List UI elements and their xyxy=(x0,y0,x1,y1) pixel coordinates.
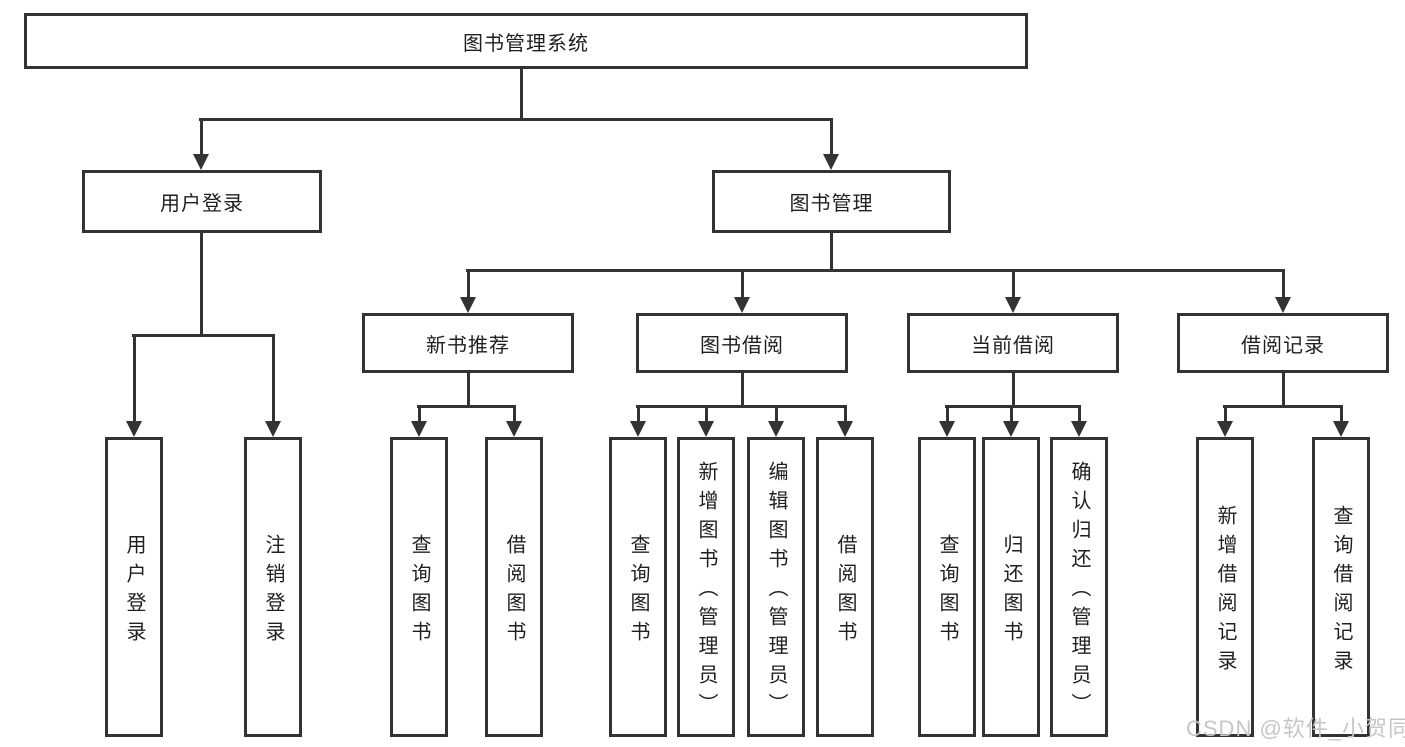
arrowhead-icon xyxy=(1003,421,1019,437)
connector-line xyxy=(132,334,275,337)
connector-line xyxy=(467,269,470,299)
connector-line xyxy=(741,269,744,299)
node-label: 归还图书 xyxy=(1000,533,1022,650)
node-current-borrowing: 当前借阅 xyxy=(907,313,1119,373)
arrowhead-icon xyxy=(939,421,955,437)
arrowhead-icon xyxy=(193,154,209,170)
connector-line xyxy=(1012,371,1015,408)
node-label: 新增图书（管理员） xyxy=(695,461,717,722)
connector-line xyxy=(830,231,833,272)
node-leaf-recommend-query-books: 查询图书 xyxy=(390,437,448,737)
connector-line xyxy=(705,405,708,424)
node-book-borrowing: 图书借阅 xyxy=(636,313,848,373)
node-label: 新增借阅记录 xyxy=(1214,504,1236,679)
connector-line xyxy=(945,405,1081,408)
node-leaf-logout: 注销登录 xyxy=(244,437,302,737)
arrowhead-icon xyxy=(506,421,522,437)
node-label: 当前借阅 xyxy=(971,334,1055,357)
node-label: 查询图书 xyxy=(627,533,649,650)
node-leaf-current-return-books: 归还图书 xyxy=(982,437,1040,737)
connector-line xyxy=(636,405,847,408)
node-label: 注销登录 xyxy=(262,533,284,650)
arrowhead-icon xyxy=(823,154,839,170)
arrowhead-icon xyxy=(837,421,853,437)
arrowhead-icon xyxy=(1005,297,1021,313)
connector-line xyxy=(637,405,640,424)
arrowhead-icon xyxy=(126,421,142,437)
arrowhead-icon xyxy=(1275,297,1291,313)
connector-line xyxy=(200,118,203,156)
node-leaf-recommend-borrow-books: 借阅图书 xyxy=(485,437,543,737)
node-label: 查询借阅记录 xyxy=(1330,504,1352,679)
node-label: 查询图书 xyxy=(408,533,430,650)
arrowhead-icon xyxy=(411,421,427,437)
node-label: 图书借阅 xyxy=(700,334,784,357)
arrowhead-icon xyxy=(768,421,784,437)
node-borrowing-records: 借阅记录 xyxy=(1177,313,1389,373)
connector-line xyxy=(418,405,421,424)
arrowhead-icon xyxy=(1217,421,1233,437)
node-label: 借阅图书 xyxy=(834,533,856,650)
connector-line xyxy=(1078,405,1081,424)
connector-line xyxy=(272,334,275,423)
connector-line xyxy=(1010,405,1013,424)
node-new-book-recommendation: 新书推荐 xyxy=(362,313,574,373)
node-label: 新书推荐 xyxy=(426,334,510,357)
arrowhead-icon xyxy=(460,297,476,313)
connector-line xyxy=(775,405,778,424)
connector-line xyxy=(844,405,847,424)
arrowhead-icon xyxy=(734,297,750,313)
connector-line xyxy=(830,118,833,156)
node-label: 图书管理 xyxy=(789,193,874,215)
connector-line xyxy=(1340,405,1343,424)
node-leaf-current-query-books: 查询图书 xyxy=(918,437,976,737)
node-leaf-borrow-query-books: 查询图书 xyxy=(609,437,667,737)
arrowhead-icon xyxy=(265,421,281,437)
connector-line xyxy=(513,405,516,424)
node-leaf-records-query-record: 查询借阅记录 xyxy=(1312,437,1370,737)
node-book-management: 图书管理 xyxy=(712,170,951,233)
node-leaf-borrow-add-books: 新增图书（管理员） xyxy=(677,437,735,737)
node-leaf-borrow-borrow-books: 借阅图书 xyxy=(816,437,874,737)
connector-line xyxy=(133,334,136,423)
node-label: 用户登录 xyxy=(160,193,244,215)
node-label: 编辑图书（管理员） xyxy=(765,461,787,722)
connector-line xyxy=(1282,269,1285,299)
node-label: 借阅图书 xyxy=(503,533,525,650)
connector-line xyxy=(1223,405,1343,408)
connector-line xyxy=(1224,405,1227,424)
node-label: 图书管理系统 xyxy=(463,32,589,55)
arrowhead-icon xyxy=(1071,421,1087,437)
connector-line xyxy=(466,269,1285,272)
node-leaf-current-confirm-return: 确认归还（管理员） xyxy=(1050,437,1108,737)
arrowhead-icon xyxy=(630,421,646,437)
connector-line xyxy=(741,371,744,408)
node-book-management-system: 图书管理系统 xyxy=(24,13,1028,69)
node-label: 借阅记录 xyxy=(1241,334,1325,357)
connector-line xyxy=(946,405,949,424)
node-label: 用户登录 xyxy=(123,533,145,650)
node-label: 确认归还（管理员） xyxy=(1068,461,1090,722)
connector-line xyxy=(417,405,516,408)
node-label: 查询图书 xyxy=(936,533,958,650)
node-leaf-user-login: 用户登录 xyxy=(105,437,163,737)
arrowhead-icon xyxy=(1333,421,1349,437)
watermark: CSDN @软件_小贺同学 xyxy=(1186,716,1405,741)
connector-line xyxy=(1282,371,1285,408)
connector-line xyxy=(467,371,470,408)
arrowhead-icon xyxy=(698,421,714,437)
node-user-login: 用户登录 xyxy=(82,170,322,233)
connector-line xyxy=(520,66,523,119)
connector-line xyxy=(200,231,203,337)
node-leaf-records-add-record: 新增借阅记录 xyxy=(1196,437,1254,737)
node-leaf-borrow-edit-books: 编辑图书（管理员） xyxy=(747,437,805,737)
connector-line xyxy=(1012,269,1015,299)
connector-line xyxy=(199,118,832,121)
